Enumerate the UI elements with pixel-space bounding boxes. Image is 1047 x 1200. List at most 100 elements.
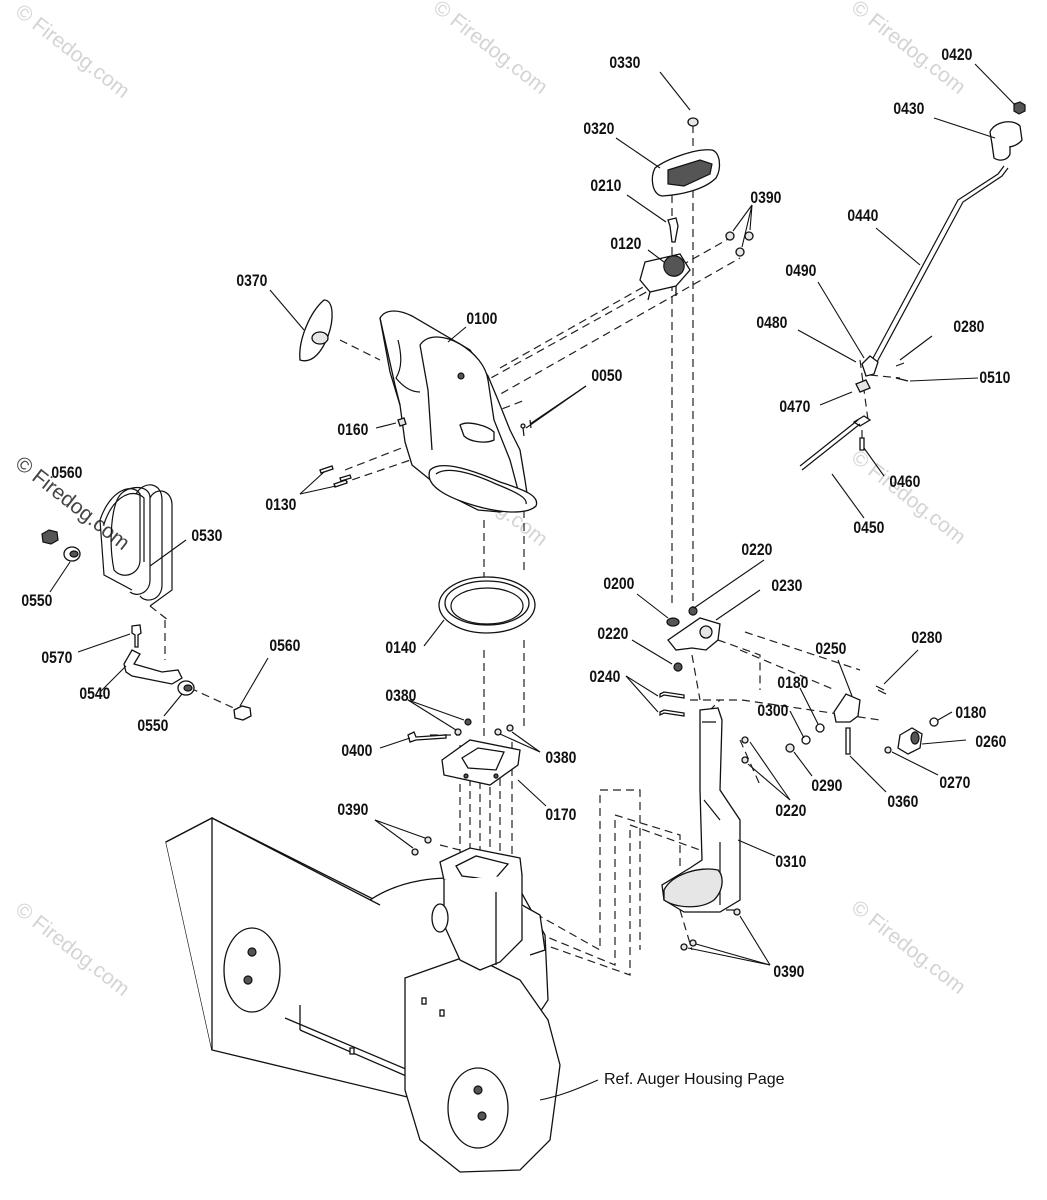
- callout-0380: 0380: [385, 687, 416, 706]
- callout-0390: 0390: [337, 801, 368, 820]
- callout-0180: 0180: [955, 704, 986, 723]
- part-0200-washer: [666, 617, 680, 627]
- part-0390-nut: [424, 836, 432, 844]
- part-0330-nut: [687, 117, 699, 127]
- callout-0310: 0310: [775, 853, 806, 872]
- callout-0550: 0550: [137, 717, 168, 736]
- part-0390-nut: [411, 848, 419, 856]
- part-0170-plate: [441, 739, 521, 786]
- watermark: © Firedog.com: [11, 898, 134, 1001]
- part-0400-bolt: [407, 731, 447, 743]
- callout-0140: 0140: [385, 639, 416, 658]
- callout-0360: 0360: [887, 793, 918, 812]
- part-0460-pin: [859, 437, 865, 451]
- part-0470-bracket: [852, 415, 872, 427]
- part-0450-rod: [799, 419, 861, 471]
- callout-0250: 0250: [815, 640, 846, 659]
- parts: [41, 101, 1026, 1173]
- part-0380-nut: [464, 718, 472, 726]
- callout-0290: 0290: [811, 777, 842, 796]
- part-0430-grip: [989, 121, 1023, 161]
- callout-0550: 0550: [21, 592, 52, 611]
- callout-0470: 0470: [779, 398, 810, 417]
- callout-0420: 0420: [941, 46, 972, 65]
- part-0380-nut: [494, 728, 502, 736]
- callout-0480: 0480: [756, 314, 787, 333]
- part-0390-washer: [735, 247, 745, 257]
- part-0440-rod: [871, 165, 1009, 363]
- callout-0560: 0560: [51, 464, 82, 483]
- callout-0390: 0390: [773, 963, 804, 982]
- part-0480-clip: [855, 379, 871, 393]
- assembly-lines: [149, 125, 901, 976]
- watermark: © Firedog.com: [847, 896, 970, 999]
- callout-0270: 0270: [939, 774, 970, 793]
- part-0570-screw: [131, 624, 142, 648]
- callout-0450: 0450: [853, 519, 884, 538]
- part-0180-washer: [929, 717, 939, 727]
- callout-0330: 0330: [609, 54, 640, 73]
- part-0280-pin: [895, 362, 905, 367]
- callout-0280: 0280: [953, 318, 984, 337]
- callout-0440: 0440: [847, 207, 878, 226]
- part-0180-washer: [815, 723, 825, 733]
- part-0290-nut: [785, 743, 795, 753]
- callout-0220: 0220: [741, 541, 772, 560]
- callout-0490: 0490: [785, 262, 816, 281]
- part-0220-nut: [741, 756, 749, 764]
- part-0530-cable: [99, 484, 173, 607]
- callout-0280: 0280: [911, 629, 942, 648]
- leader-lines: [49, 63, 1016, 1101]
- part-0390-nut: [733, 908, 741, 916]
- callout-0160: 0160: [337, 421, 368, 440]
- part-0220-nut: [741, 736, 749, 744]
- part-0280-pin: [875, 685, 887, 695]
- part-0260-knob: [897, 727, 923, 755]
- callout-0530: 0530: [191, 527, 222, 546]
- callout-0180: 0180: [777, 674, 808, 693]
- part-0370-crank: [299, 299, 333, 362]
- part-0220-nut: [673, 662, 683, 672]
- part-0390-nut: [689, 939, 697, 947]
- callout-0400: 0400: [341, 742, 372, 761]
- callout-0220: 0220: [775, 802, 806, 821]
- part-0270-washer: [884, 746, 892, 754]
- callout-0560: 0560: [269, 637, 300, 656]
- callout-0220: 0220: [597, 625, 628, 644]
- callout-0320: 0320: [583, 120, 614, 139]
- callout-0200: 0200: [603, 575, 634, 594]
- part-0550-spacer: [177, 680, 195, 696]
- callout-0130: 0130: [265, 496, 296, 515]
- part-0230-bracket: [667, 617, 721, 651]
- part-0380-nut: [506, 724, 514, 732]
- callout-0210: 0210: [590, 177, 621, 196]
- part-0390-washer: [725, 231, 735, 241]
- callout-labels: 0330 0420 0430 0320 0210 0390 0120 0440 …: [21, 46, 1010, 1088]
- part-0380-nut: [454, 728, 462, 736]
- callout-0260: 0260: [975, 733, 1006, 752]
- part-0160-screw: [397, 417, 407, 427]
- callout-0540: 0540: [79, 685, 110, 704]
- watermark: © Firedog.com: [11, 0, 134, 103]
- callout-0230: 0230: [771, 577, 802, 596]
- part-0390-washer: [744, 231, 754, 241]
- part-0100-chute: [379, 310, 538, 513]
- part-0120-gear-bracket: [639, 253, 691, 301]
- part-0420-nut: [1013, 101, 1026, 115]
- part-0390-nut: [680, 943, 688, 951]
- part-0310-arm: [661, 707, 741, 913]
- callout-0390: 0390: [750, 189, 781, 208]
- part-0360-bolt: [845, 727, 851, 755]
- part-0560-nut: [233, 705, 252, 721]
- callout-0570: 0570: [41, 649, 72, 668]
- part-0240-bolt: [659, 709, 685, 717]
- reference-note: Ref. Auger Housing Page: [604, 1071, 785, 1088]
- part-0220-nut: [688, 606, 698, 616]
- part-0210-screw: [667, 217, 679, 243]
- callout-0510: 0510: [979, 369, 1010, 388]
- callout-0300: 0300: [757, 702, 788, 721]
- part-0490-coupler: [861, 355, 879, 377]
- part-0140-ring: [438, 576, 536, 634]
- chute-base: [431, 847, 546, 971]
